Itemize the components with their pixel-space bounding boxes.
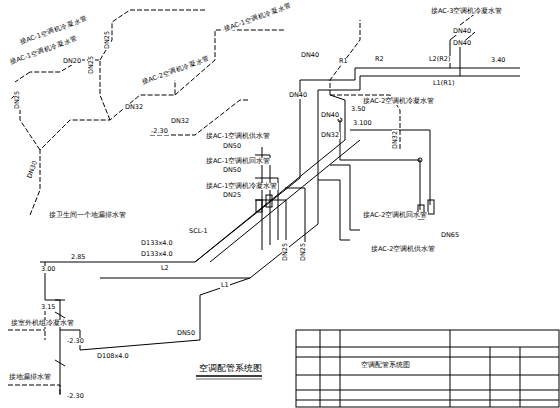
pipe-size: DN50 bbox=[222, 143, 242, 150]
pipe-note: 空调配管系统图 bbox=[360, 362, 411, 369]
pipe-size: DN25 bbox=[300, 242, 307, 262]
pipe-size: DN25 bbox=[222, 192, 242, 199]
elevation-mark: 3.15 bbox=[40, 304, 56, 311]
pipe-size: D108x4.0 bbox=[96, 353, 130, 360]
pipe-note: 接AC-1空调机供水管 bbox=[205, 133, 271, 140]
elevation-mark: 3.00 bbox=[40, 266, 56, 273]
pipe-note: 接AC-1空调机回水管 bbox=[205, 158, 271, 165]
pipe-size: DN25 bbox=[14, 90, 21, 110]
pipe-size: DN25 bbox=[282, 242, 289, 262]
pipe-note: 接地漏排水管 bbox=[8, 374, 52, 381]
pipe-size: DN25 bbox=[104, 30, 111, 50]
pipe-size: DN32 bbox=[124, 104, 144, 111]
pipe-size: DN50 bbox=[176, 330, 196, 337]
pipe-note: 接AC-1空调机冷凝水管 bbox=[222, 2, 293, 33]
elevation-mark: 3.50 bbox=[350, 106, 366, 113]
pipe-size: DN40 bbox=[452, 28, 472, 35]
pipe-note: 接AC-2空调机冷凝水管 bbox=[362, 98, 435, 105]
elevation-mark: -2.30 bbox=[66, 393, 85, 400]
pipe-size: DN40 bbox=[300, 52, 320, 59]
pipe-size: DN50 bbox=[222, 167, 242, 174]
pipe-size: D133x4.0 bbox=[140, 251, 174, 258]
pipe-size: DN25 bbox=[88, 55, 95, 75]
pipe-size: DN40 bbox=[320, 112, 340, 119]
pipe-note: L2(R2) bbox=[428, 56, 451, 63]
pipe-note: 接AC-2空调机冷凝水管 bbox=[140, 55, 211, 86]
elevation-mark: 3.40 bbox=[490, 57, 506, 64]
pipe-size: DN20 bbox=[62, 58, 82, 65]
pipe-note: 接AC-3空调机冷凝水管 bbox=[430, 8, 503, 15]
pipe-note: 接室外机组冷凝水管 bbox=[10, 320, 75, 327]
elevation-mark: -2.30 bbox=[150, 128, 169, 135]
pipe-size: DN40 bbox=[452, 40, 472, 47]
pipe-note: R2 bbox=[374, 56, 385, 63]
pipe-size: DN40 bbox=[288, 92, 308, 99]
pipe-note: 接AC-1空调机冷凝水管 bbox=[205, 183, 278, 190]
pipe-note: SCL-1 bbox=[188, 228, 209, 235]
pipe-note: L2 bbox=[160, 265, 170, 272]
pipe-note: 接卫生间一个地漏排水管 bbox=[48, 212, 127, 219]
pipe-note: R1 bbox=[338, 58, 349, 65]
pipe-size: DN30 bbox=[26, 159, 39, 180]
pipe-note: L1 bbox=[220, 282, 230, 289]
pipe-size: DN32 bbox=[392, 130, 399, 150]
pipe-size: DN32 bbox=[170, 118, 190, 125]
drawing-title: 空调配管系统图 bbox=[198, 364, 263, 373]
pipe-note: 接AC-2空调机供水管 bbox=[370, 246, 436, 253]
elevation-mark: 2.85 bbox=[70, 254, 86, 261]
elevation-mark: -2.30 bbox=[66, 338, 85, 345]
pipe-note: 接AC-1空调机冷凝水管 bbox=[18, 15, 89, 46]
pipe-size: D133x4.0 bbox=[140, 240, 174, 247]
pipe-size: DN32 bbox=[320, 132, 340, 139]
pipe-size: DN65 bbox=[440, 232, 460, 239]
pipe-note: 接AC-2空调机回水管 bbox=[362, 212, 428, 219]
pipe-note: L1(R1) bbox=[432, 80, 455, 87]
elevation-mark: 3.100 bbox=[352, 120, 373, 127]
